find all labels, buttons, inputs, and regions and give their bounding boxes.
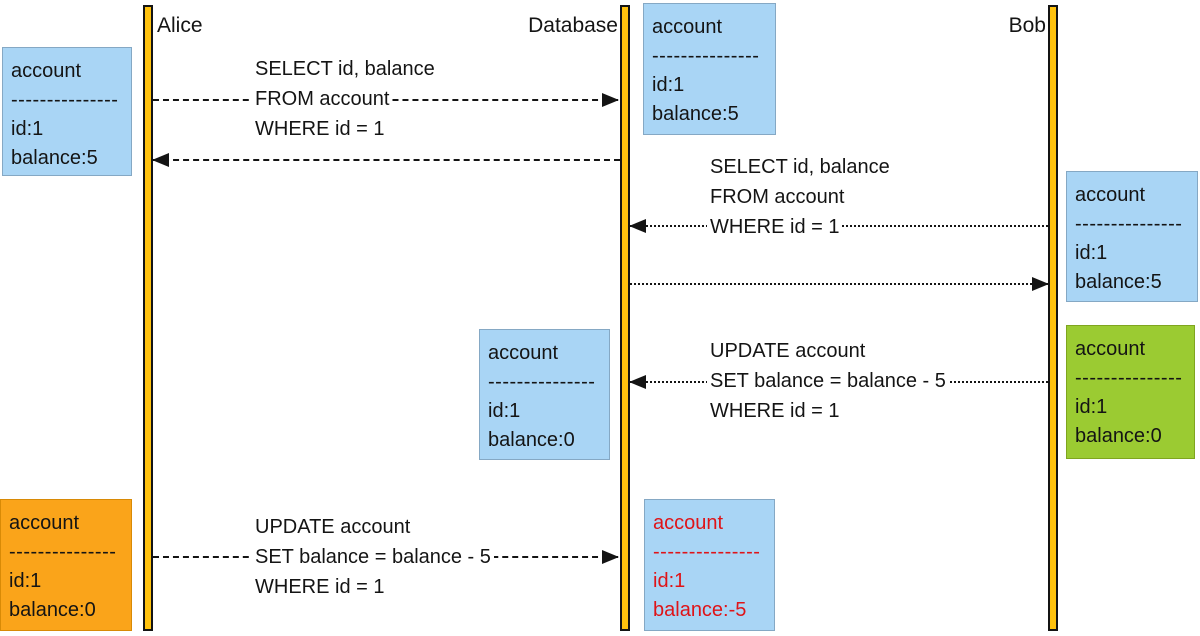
message-line: FROM account (252, 88, 393, 110)
message-line: SELECT id, balance (707, 156, 893, 178)
message-bob-update: UPDATE account SET balance = balance - 5… (707, 336, 949, 426)
table-name: account (488, 342, 559, 364)
table-name: account (11, 60, 82, 82)
state-box-alice-initial: account --------------- id:1 balance:5 (2, 47, 132, 176)
arrowhead-left-icon (152, 153, 169, 167)
row-id: id:1 (9, 570, 42, 592)
lifeline-database (620, 5, 630, 631)
separator: --------------- (488, 371, 596, 393)
message-line: WHERE id = 1 (252, 576, 388, 598)
message-line: WHERE id = 1 (252, 118, 388, 140)
message-alice-select: SELECT id, balance FROM account WHERE id… (252, 54, 438, 144)
actor-label-bob: Bob (1008, 14, 1046, 37)
separator: --------------- (11, 89, 119, 111)
actor-label-alice: Alice (157, 14, 203, 37)
row-balance: balance:5 (652, 103, 739, 125)
table-name: account (9, 512, 80, 534)
state-box-alice-after-update: account --------------- id:1 balance:0 (0, 499, 132, 631)
state-box-bob-read: account --------------- id:1 balance:5 (1066, 171, 1198, 302)
row-balance: balance:0 (488, 429, 575, 451)
state-box-database-final: account --------------- id:1 balance:-5 (644, 499, 775, 631)
row-balance: balance:-5 (653, 599, 747, 621)
separator: --------------- (9, 541, 117, 563)
table-name: account (652, 16, 723, 38)
message-bob-select: SELECT id, balance FROM account WHERE id… (707, 152, 893, 242)
arrowhead-right-icon (602, 93, 619, 107)
arrowhead-left-icon (629, 219, 646, 233)
lifeline-bob (1048, 5, 1058, 631)
arrow-bob-select-response (630, 277, 1049, 291)
separator: --------------- (1075, 367, 1183, 389)
table-name: account (1075, 184, 1146, 206)
message-line: UPDATE account (707, 340, 869, 362)
message-line: SELECT id, balance (252, 58, 438, 80)
message-line: SET balance = balance - 5 (707, 370, 949, 392)
row-id: id:1 (653, 570, 686, 592)
message-line: WHERE id = 1 (707, 216, 843, 238)
arrowhead-right-icon (1032, 277, 1049, 291)
message-alice-update: UPDATE account SET balance = balance - 5… (252, 512, 494, 602)
message-line: FROM account (707, 186, 848, 208)
row-balance: balance:5 (1075, 271, 1162, 293)
row-id: id:1 (652, 74, 685, 96)
state-box-database-after-bob-update: account --------------- id:1 balance:0 (479, 329, 610, 460)
actor-label-database: Database (528, 14, 618, 37)
table-name: account (1075, 338, 1146, 360)
arrow-alice-select-response (152, 153, 620, 167)
row-id: id:1 (11, 118, 44, 140)
separator: --------------- (653, 541, 761, 563)
state-box-bob-after-update: account --------------- id:1 balance:0 (1066, 325, 1195, 459)
table-name: account (653, 512, 724, 534)
row-balance: balance:0 (9, 599, 96, 621)
row-id: id:1 (488, 400, 521, 422)
row-id: id:1 (1075, 396, 1108, 418)
message-line: WHERE id = 1 (707, 400, 843, 422)
arrowhead-right-icon (602, 550, 619, 564)
arrowhead-left-icon (629, 375, 646, 389)
message-line: UPDATE account (252, 516, 414, 538)
message-line: SET balance = balance - 5 (252, 546, 494, 568)
row-balance: balance:0 (1075, 425, 1162, 447)
separator: --------------- (1075, 213, 1183, 235)
state-box-database-initial: account --------------- id:1 balance:5 (643, 3, 776, 135)
lifeline-alice (143, 5, 153, 631)
row-id: id:1 (1075, 242, 1108, 264)
separator: --------------- (652, 45, 760, 67)
row-balance: balance:5 (11, 147, 98, 169)
